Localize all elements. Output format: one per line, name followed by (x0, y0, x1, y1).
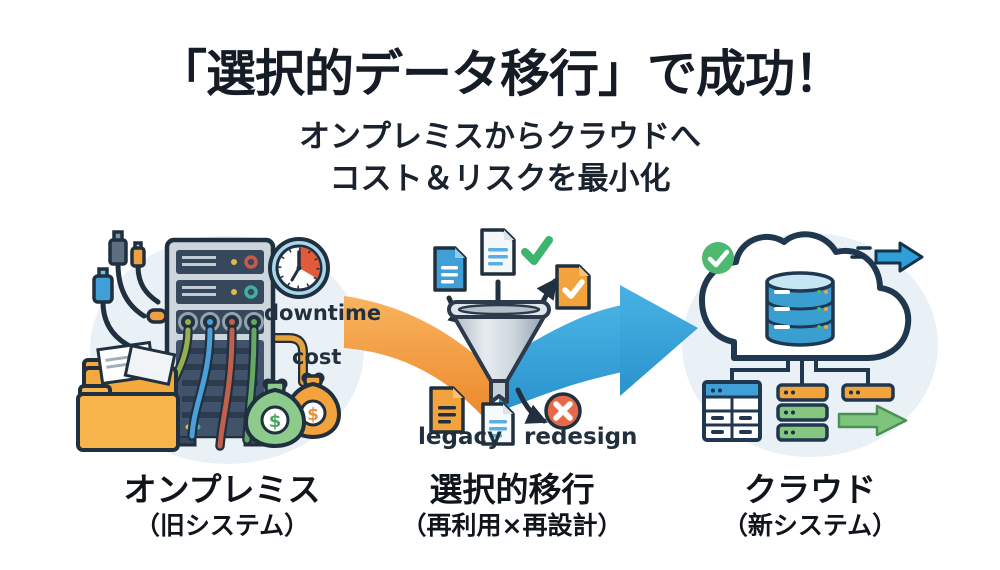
subtitle-line-1: オンプレミスからクラウドへ (298, 119, 702, 155)
pipe-icon (268, 333, 308, 387)
blue-arrow-icon (850, 241, 924, 273)
funnel-icon (447, 300, 551, 404)
document-white-icon (480, 228, 516, 276)
flow-arrow-blue-head (620, 285, 698, 396)
subtitle-line-2: コスト＆リスクを最小化 (329, 161, 671, 197)
onprem-illustration: $ $ (76, 230, 364, 464)
document-legacy-icon (429, 386, 465, 434)
caption-onprem-sublabel: （旧システム） (134, 511, 310, 540)
dollar-sign: $ (307, 405, 319, 425)
cost-tag: cost (292, 345, 342, 369)
migration-illustration (429, 228, 591, 446)
cloud-illustration (682, 231, 938, 457)
document-blue-icon (433, 246, 467, 292)
clock-downtime-icon (268, 237, 330, 299)
caption-cloud-sublabel: （新システム） (722, 511, 898, 540)
dollar-sign: $ (269, 411, 282, 432)
document-approved-icon (555, 264, 591, 310)
caption-cloud-label: クラウド (744, 470, 876, 509)
page-title: 「選択的データ移行」で成功！ (157, 45, 844, 103)
document-redesign-icon (481, 402, 515, 446)
caption-cloud: クラウド （新システム） (660, 470, 960, 542)
caption-onprem: オンプレミス （旧システム） (72, 470, 372, 542)
green-arrow-icon (837, 404, 908, 437)
caption-migration: 選択的移行 （再利用×再設計） (362, 470, 662, 542)
node-connectors (730, 358, 870, 385)
flow-arrow-blue-body (498, 305, 622, 412)
folder-icon (76, 340, 180, 452)
redesign-tag: redesign (524, 424, 638, 450)
server-rack-icon (164, 237, 276, 447)
usb-plugs (92, 230, 168, 324)
flow-arrow-orange (344, 296, 496, 420)
caption-migration-sublabel: （再利用×再設計） (401, 511, 623, 540)
money-bag-icon: $ $ (243, 372, 342, 449)
server-bar-dots (784, 390, 860, 435)
x-icon (544, 392, 582, 430)
page-subtitle: オンプレミスからクラウドへ コスト＆リスクを最小化 (0, 116, 1000, 200)
table-node-icon (702, 380, 762, 442)
database-icon (765, 271, 835, 347)
check-icon (521, 236, 553, 265)
caption-onprem-label: オンプレミス (123, 470, 321, 509)
flow-arrows (344, 285, 698, 420)
check-badge-icon (702, 242, 734, 274)
legacy-tag: legacy (418, 424, 503, 450)
server-bar-icon (776, 383, 895, 442)
downtime-tag: downtime (264, 301, 382, 325)
caption-migration-label: 選択的移行 (429, 470, 595, 509)
